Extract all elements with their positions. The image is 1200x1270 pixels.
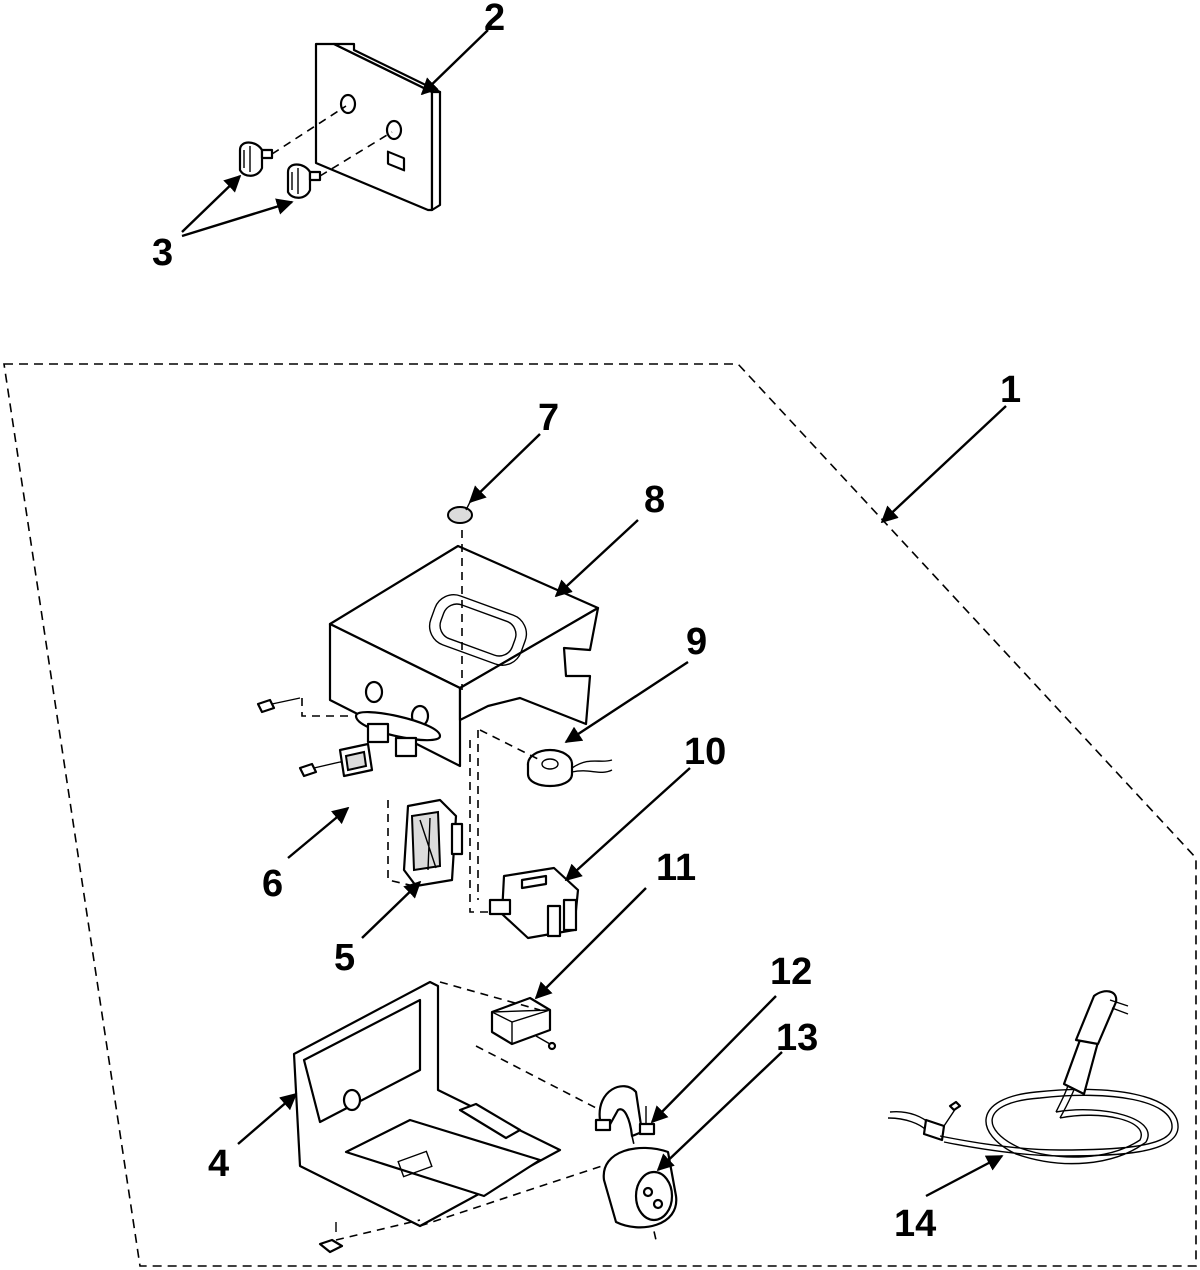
callout-4: 4: [208, 1143, 229, 1185]
bracket-screws: [256, 697, 341, 778]
knob-axis-2: [319, 131, 393, 177]
callout-7: 7: [538, 397, 559, 439]
power-cord: [887, 990, 1179, 1165]
leader-9: [564, 660, 689, 744]
base-axis-1: [439, 981, 541, 1011]
leader-10: [564, 767, 691, 882]
callout-8: 8: [644, 479, 665, 521]
callout-2: 2: [484, 0, 505, 39]
callout-5: 5: [334, 937, 355, 979]
assembly-boundary: [3, 363, 1197, 1267]
base-axis-3: [419, 1163, 609, 1227]
leader-14: [925, 1154, 1004, 1198]
callout-10: 10: [684, 731, 726, 773]
leader-2: [420, 29, 489, 96]
leader-4: [237, 1092, 298, 1145]
leader-7: [468, 433, 541, 504]
timer-motor: [526, 748, 613, 787]
thermostat: [488, 866, 580, 940]
screw-axis-1: [301, 698, 352, 717]
callout-6: 6: [262, 863, 283, 905]
knob-axis-1: [271, 105, 347, 155]
main-bracket: [328, 544, 600, 768]
capacitor: [602, 1146, 678, 1229]
leader-3b: [181, 198, 294, 238]
leader-5: [361, 880, 422, 939]
callout-14: 14: [894, 1203, 936, 1245]
callout-11: 11: [656, 847, 696, 889]
base-screw-axis: [335, 1219, 421, 1241]
callout-1: 1: [1000, 369, 1021, 411]
callout-13: 13: [776, 1017, 818, 1059]
motor-axis: [479, 729, 541, 761]
base-bracket: [292, 980, 562, 1228]
control-panel-plate: [314, 42, 442, 212]
callout-3: 3: [152, 232, 173, 274]
leader-11: [534, 887, 647, 1000]
leader-6: [287, 806, 350, 859]
leader-12: [650, 995, 777, 1124]
selector-switch: [402, 798, 464, 888]
control-knobs: [238, 141, 322, 199]
base-axis-2: [475, 1045, 601, 1111]
leader-8: [554, 519, 639, 598]
leader-3a: [181, 174, 242, 233]
leader-1: [880, 405, 1007, 524]
base-screw: [318, 1222, 344, 1254]
thermostat-axis: [469, 740, 492, 913]
callout-12: 12: [770, 951, 812, 993]
callout-9: 9: [686, 621, 707, 663]
rocker-switch: [338, 742, 374, 778]
capacitor-clamp: [594, 1085, 656, 1138]
leader-13: [656, 1051, 783, 1172]
cap-part: [447, 493, 475, 524]
